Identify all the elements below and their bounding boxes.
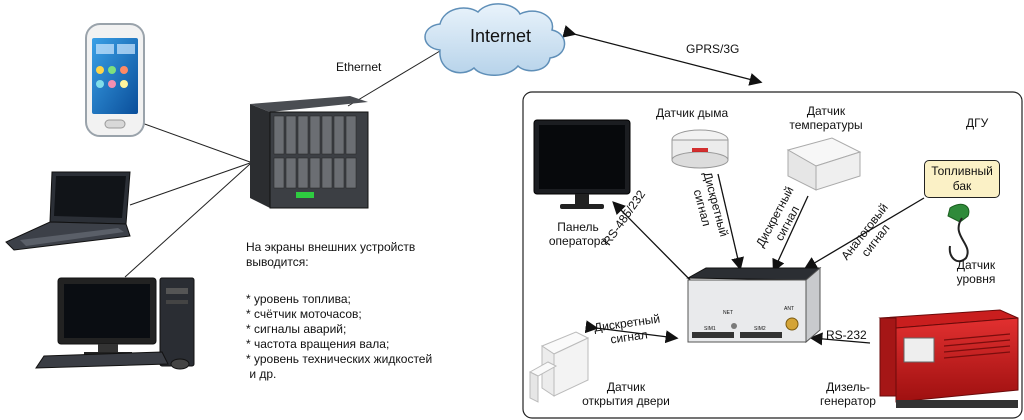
link-server-internet (347, 47, 446, 107)
arrow-tank-controller (803, 197, 925, 270)
level-sensor-label: Датчик уровня (946, 258, 1006, 286)
display-header-line2: выводится: (246, 255, 309, 269)
generator-label-line2: генератор (820, 394, 876, 408)
arrow-generator-controller (809, 332, 871, 346)
level-sensor-icon (947, 203, 970, 263)
dgu-label: ДГУ (966, 116, 989, 130)
temperature-label: Датчик температуры (784, 104, 868, 132)
gprs-label: GPRS/3G (686, 42, 740, 56)
display-items-list: * уровень топлива; * счётчик моточасов; … (246, 292, 432, 382)
rs232-label: RS-232 (826, 328, 867, 342)
smoke-label: Датчик дыма (656, 106, 729, 120)
list-item: * уровень топлива; (246, 292, 351, 306)
temperature-label-line2: температуры (789, 118, 863, 132)
door-sensor-label-line1: Датчик (606, 380, 646, 394)
arrow-temp-controller (772, 195, 809, 273)
diesel-generator-icon (878, 309, 1019, 408)
internet-cloud-shape (424, 3, 566, 76)
smartphone-icon (85, 23, 145, 137)
smoke-detector-icon (671, 129, 729, 169)
tank-label-line2: бак (952, 179, 972, 193)
display-header-line1: На экраны внешних устройств (246, 240, 416, 254)
door-sensor-icon (528, 331, 590, 403)
list-item: * частота вращения вала; (246, 337, 390, 351)
link-phone-server (127, 117, 251, 163)
panel-label-line2: оператора (548, 234, 608, 248)
laptop-icon (5, 171, 131, 251)
controller-net-label: NET (723, 310, 733, 316)
server-rack-icon (250, 96, 369, 209)
temperature-sensor-icon (786, 137, 862, 191)
arrow-controller-panel (612, 201, 703, 293)
controller-sim1-label: SIM1 (704, 326, 716, 332)
display-header: На экраны внешних устройств выводится: (246, 240, 415, 270)
door-sensor-label: Датчик открытия двери (576, 380, 676, 408)
temperature-label-line1: Датчик (806, 104, 846, 118)
link-laptop-server (129, 162, 251, 206)
link-pc-server (124, 163, 251, 278)
level-sensor-label-line2: уровня (956, 272, 996, 286)
level-sensor-label-line1: Датчик (956, 258, 996, 272)
site-boundary (522, 91, 1023, 419)
panel-label: Панель оператора (540, 220, 616, 248)
desktop-pc-icon (35, 277, 195, 370)
arrow-door-controller (584, 320, 679, 344)
operator-panel-icon (533, 119, 631, 209)
controller-ant-label: ANT (784, 306, 794, 312)
generator-label: Дизель- генератор (808, 380, 888, 408)
controller-icon (686, 266, 822, 344)
fuel-tank-box: Топливный бак (924, 160, 1000, 198)
list-item: * сигналы аварий; (246, 322, 347, 336)
gprs-arrow (562, 25, 763, 86)
controller-sim2-label: SIM2 (754, 326, 766, 332)
ethernet-label: Ethernet (336, 60, 382, 74)
tank-label-line1: Топливный (931, 164, 993, 178)
arrow-smoke-controller (717, 173, 744, 271)
list-item: и др. (246, 367, 277, 381)
door-sensor-label-line2: открытия двери (582, 394, 670, 408)
internet-label: Internet (470, 26, 532, 46)
list-item: * счётчик моточасов; (246, 307, 362, 321)
list-item: * уровень технических жидкостей (246, 352, 433, 366)
generator-label-line1: Дизель- (826, 380, 870, 394)
panel-label-line1: Панель (557, 220, 599, 234)
